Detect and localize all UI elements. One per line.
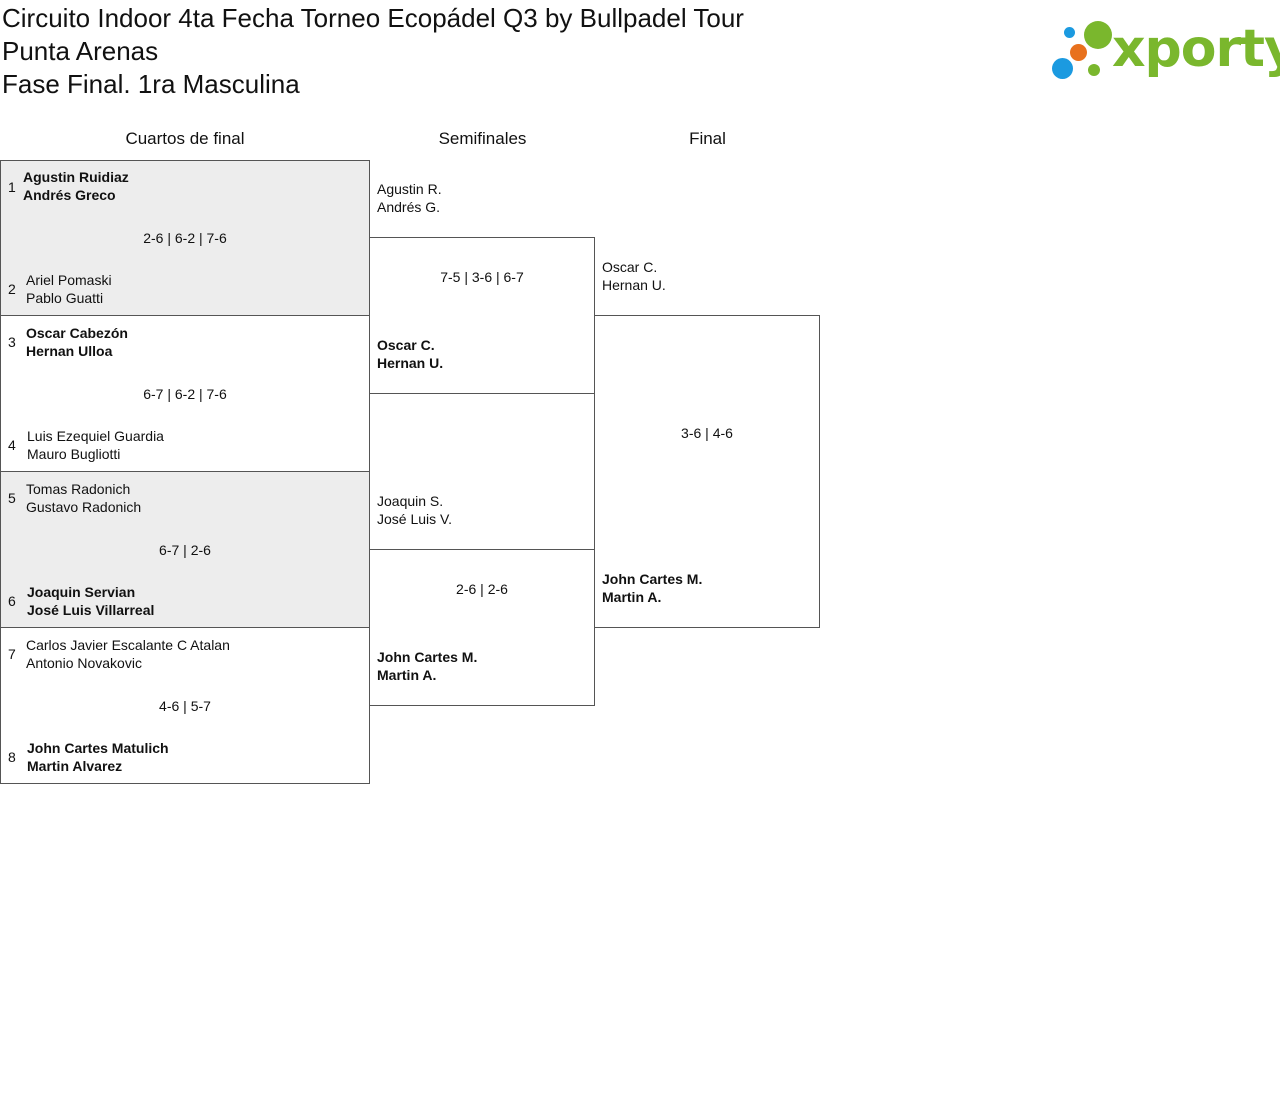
team-top: Tomas Radonich Gustavo Radonich [26,480,141,516]
player-name: José Luis Villarreal [27,602,155,618]
match-score: 3-6 | 4-6 [681,425,733,441]
logo-dot-small-blue [1064,27,1075,38]
quarterfinal-match-1[interactable]: 1 Agustin Ruidiaz Andrés Greco 2-6 | 6-2… [0,160,370,316]
player-name: Tomas Radonich [26,481,131,497]
tournament-title: Circuito Indoor 4ta Fecha Torneo Ecopáde… [2,2,902,101]
logo-dot-orange [1070,44,1087,61]
team-top: Carlos Javier Escalante C Atalan Antonio… [26,636,230,672]
team-bottom: Luis Ezequiel Guardia Mauro Bugliotti [27,427,164,463]
player-name: Agustin R. [377,181,442,197]
player-name: Joaquin S. [377,493,444,509]
title-line-3: Fase Final. 1ra Masculina [2,69,300,99]
team-bottom: Ariel Pomaski Pablo Guatti [26,271,112,307]
player-name: Oscar C. [602,259,658,275]
semifinal-match-2[interactable]: 2-6 | 2-6 John Cartes M. Martin A. [369,549,595,706]
seed-number: 1 [8,179,16,195]
seed-number: 3 [8,334,16,350]
player-name: Antonio Novakovic [26,655,142,671]
round-header-final: Final [689,129,726,148]
match-score: 6-7 | 2-6 [159,542,211,558]
player-name: Martin A. [377,667,437,683]
final-team-top: Oscar C. Hernan U. [602,258,666,294]
player-name: John Cartes M. [377,649,478,665]
final-match[interactable]: 3-6 | 4-6 John Cartes M. Martin A. [594,315,820,628]
player-name: Pablo Guatti [26,290,104,306]
title-line-2: Punta Arenas [2,36,159,66]
player-name: José Luis V. [377,511,452,527]
semifinal-2-team-bottom-winner: John Cartes M. Martin A. [377,648,477,684]
team-bottom-winner: Joaquin Servian José Luis Villarreal [27,583,154,619]
title-line-1: Circuito Indoor 4ta Fecha Torneo Ecopáde… [2,3,744,33]
seed-number: 2 [8,281,16,297]
player-name: John Cartes M. [602,571,703,587]
round-header-quarterfinals: Cuartos de final [125,129,245,148]
seed-number: 5 [8,490,16,506]
round-header-semifinals: Semifinales [438,129,527,148]
player-name: Mauro Bugliotti [27,446,121,462]
match-score: 4-6 | 5-7 [159,698,211,714]
semifinal-2-team-top: Joaquin S. José Luis V. [377,492,452,528]
seed-number: 7 [8,646,16,662]
player-name: Martin A. [602,589,662,605]
player-name: John Cartes Matulich [27,740,169,756]
player-name: Carlos Javier Escalante C Atalan [26,637,230,653]
semifinal-1-team-top: Agustin R. Andrés G. [377,180,442,216]
match-score: 6-7 | 6-2 | 7-6 [143,386,227,402]
player-name: Agustin Ruidiaz [23,169,129,185]
logo-dot-large-green [1084,21,1112,49]
seed-number: 6 [8,593,16,609]
team-top-winner: Agustin Ruidiaz Andrés Greco [23,168,129,204]
player-name: Andrés Greco [23,187,116,203]
seed-number: 4 [8,437,16,453]
team-bottom-winner: John Cartes Matulich Martin Alvarez [27,739,169,775]
player-name: Hernan U. [602,277,666,293]
player-name: Hernan Ulloa [26,343,113,359]
match-score: 2-6 | 6-2 | 7-6 [143,230,227,246]
player-name: Andrés G. [377,199,441,215]
semifinal-1-team-bottom-winner: Oscar C. Hernan U. [377,336,443,372]
logo-dot-small-green [1088,64,1100,76]
final-team-bottom-winner: John Cartes M. Martin A. [602,570,702,606]
player-name: Ariel Pomaski [26,272,112,288]
quarterfinal-match-4[interactable]: 7 Carlos Javier Escalante C Atalan Anton… [0,627,370,784]
quarterfinal-match-2[interactable]: 3 Oscar Cabezón Hernan Ulloa 6-7 | 6-2 |… [0,315,370,472]
player-name: Luis Ezequiel Guardia [27,428,164,444]
logo-dot-blue [1052,58,1073,79]
player-name: Gustavo Radonich [26,499,142,515]
player-name: Joaquin Servian [27,584,136,600]
match-score: 7-5 | 3-6 | 6-7 [440,269,524,285]
player-name: Oscar Cabezón [26,325,128,341]
xporty-logo[interactable]: xporty [1050,18,1280,84]
player-name: Hernan U. [377,355,444,371]
player-name: Martin Alvarez [27,758,123,774]
seed-number: 8 [8,749,16,765]
player-name: Oscar C. [377,337,435,353]
logo-wordmark: xporty [1112,19,1280,79]
semifinal-match-1[interactable]: 7-5 | 3-6 | 6-7 Oscar C. Hernan U. [369,237,595,394]
team-top-winner: Oscar Cabezón Hernan Ulloa [26,324,128,360]
quarterfinal-match-3[interactable]: 5 Tomas Radonich Gustavo Radonich 6-7 | … [0,471,370,628]
match-score: 2-6 | 2-6 [456,581,508,597]
